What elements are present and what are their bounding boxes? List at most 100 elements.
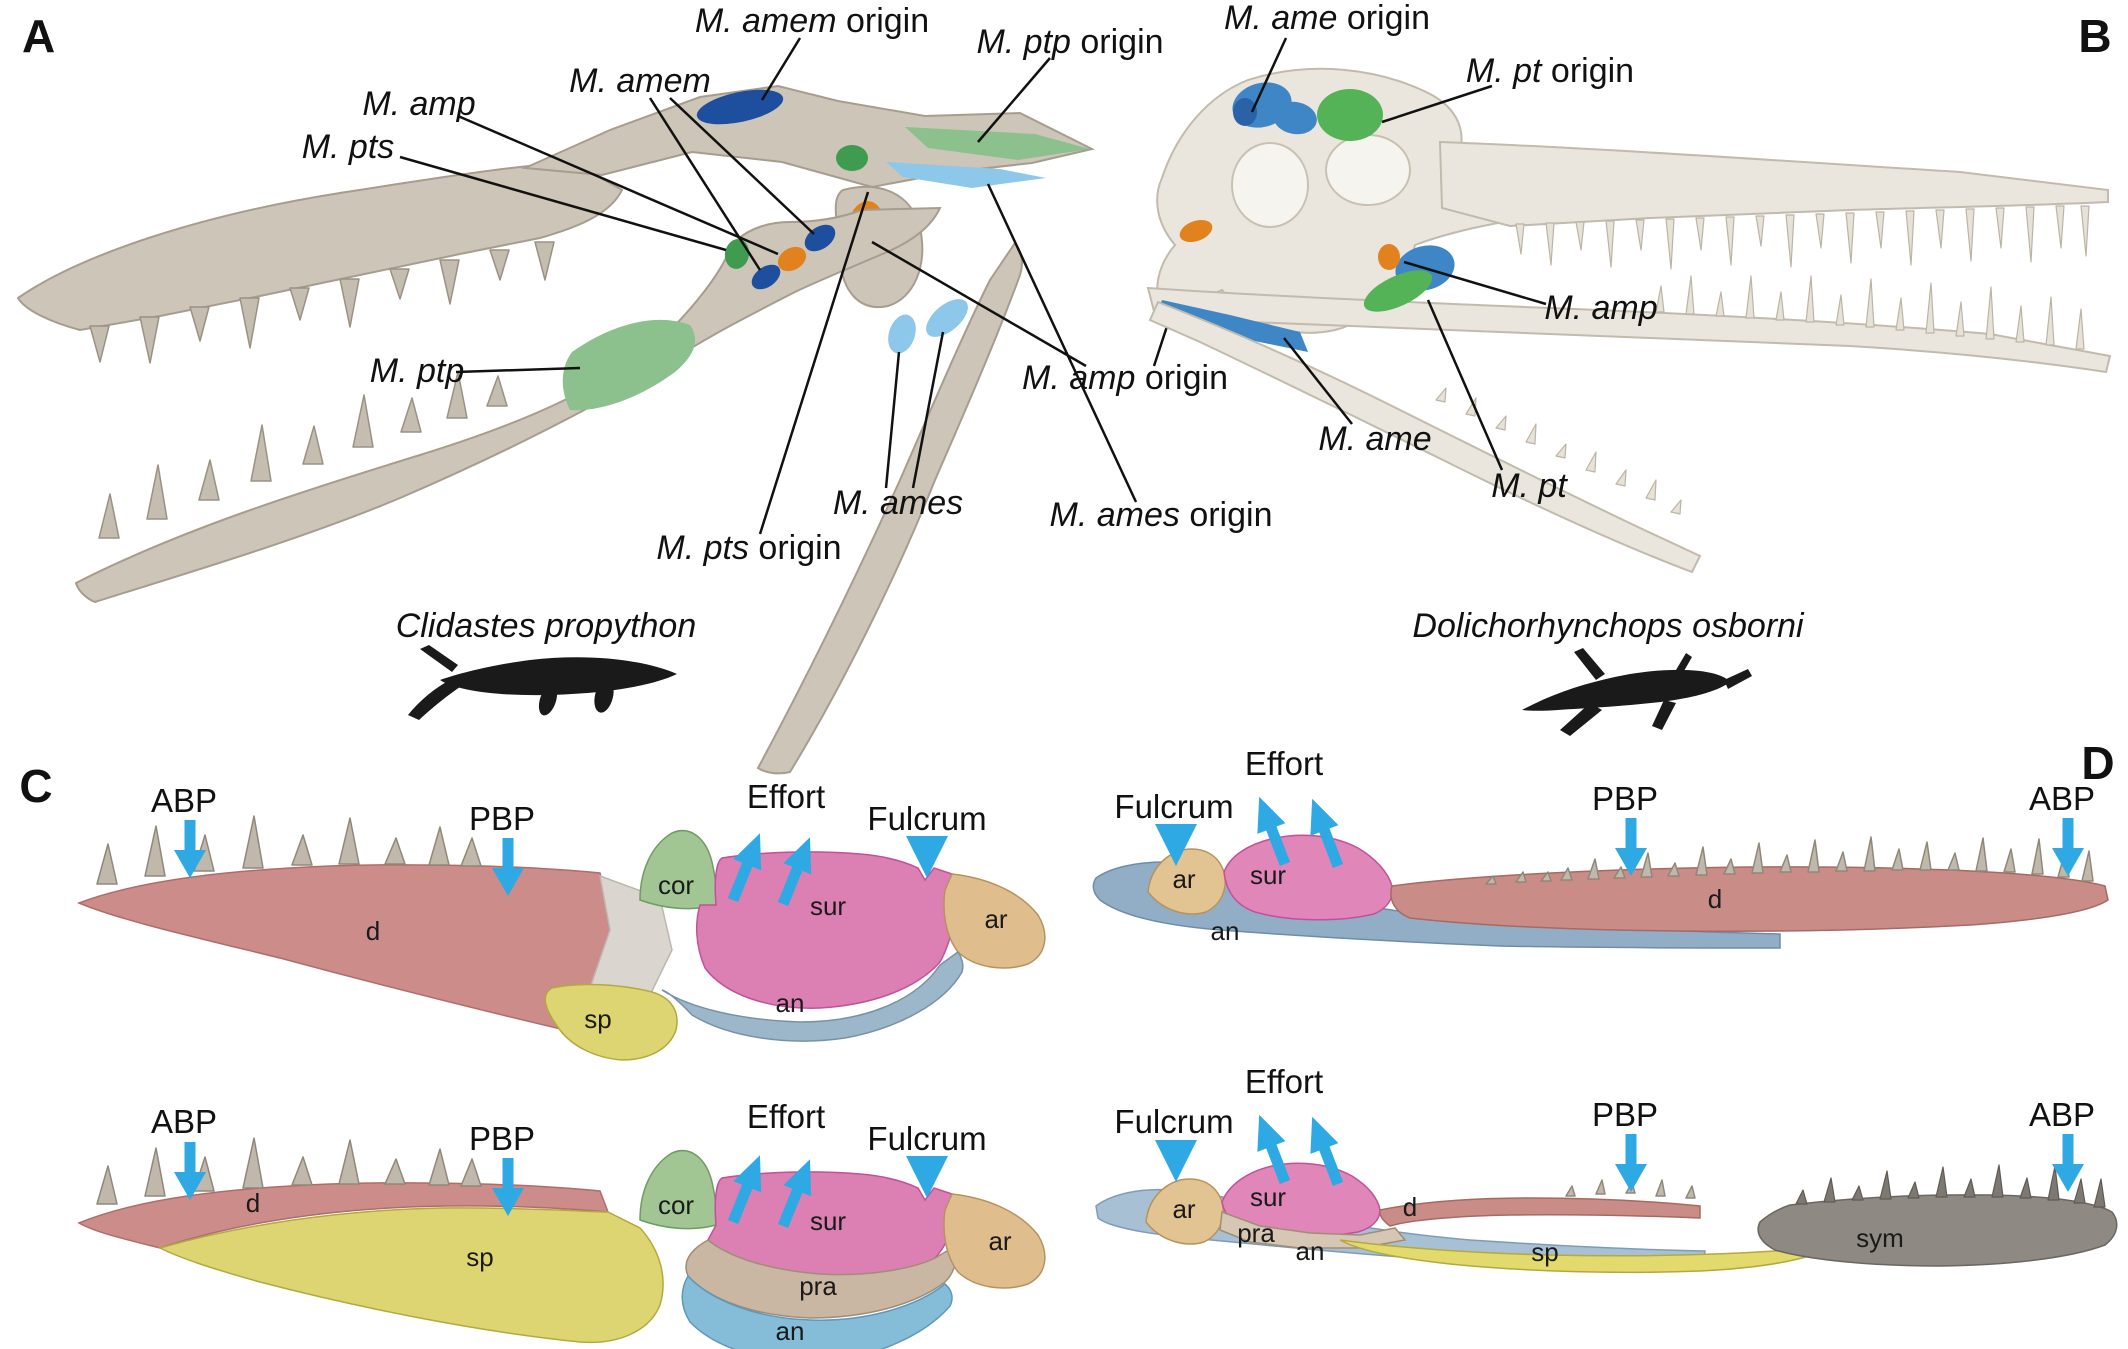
bone-label-d: d — [1403, 1192, 1417, 1222]
mandible-teeth-row — [98, 371, 508, 539]
rostrum — [1438, 140, 2109, 228]
leader-line — [911, 331, 945, 489]
pbp-arrow — [1615, 818, 1647, 876]
silhouette-flipper — [538, 684, 558, 716]
panel-d-jaw-lateral: ar sur an d Fulcrum Effort PBP ABP — [1092, 745, 2109, 949]
bone-label-pra: pra — [1237, 1218, 1275, 1248]
teeth-row — [1795, 1164, 2106, 1208]
rostrum-teeth-row — [1515, 205, 2090, 270]
teeth-row — [96, 1137, 482, 1205]
bone-label-pra: pra — [799, 1271, 837, 1301]
label-m-ames: M. ames — [833, 484, 963, 522]
bone-label-an: an — [776, 1316, 805, 1346]
label-m-ame-origin: M. ame origin — [1224, 0, 1430, 37]
panel-c-jaw-medial: d sp cor sur pra an ar ABP PBP Effort Fu… — [77, 1098, 1046, 1349]
label-m-ames-origin: M. ames origin — [1050, 496, 1273, 534]
silhouette-fin — [1676, 653, 1692, 671]
mandible-b-ramus-2 — [1148, 300, 1702, 574]
maxilla-fragment — [16, 161, 624, 332]
m-pts-patch — [724, 239, 750, 269]
m-ptp-patch — [562, 319, 695, 411]
leader-line — [977, 57, 1051, 143]
bone-label-sp: sp — [466, 1242, 493, 1272]
m-ame-origin-patch-dark — [1233, 98, 1257, 126]
silhouette-tail-fluke — [408, 680, 460, 720]
mandible-ramus-right — [756, 241, 1024, 775]
bone-region-sp — [544, 983, 678, 1061]
biomech-label-pbp: PBP — [469, 800, 535, 837]
label-m-pts: M. pts — [302, 128, 395, 166]
label-m-ame: M. ame — [1318, 420, 1431, 458]
panel-letter-c: C — [19, 760, 52, 812]
bone-region-pra — [1219, 1210, 1407, 1249]
silhouette-body — [1522, 669, 1730, 711]
leader-line — [399, 155, 727, 252]
fulcrum-marker — [1155, 1140, 1197, 1182]
biomech-label-effort: Effort — [1245, 745, 1323, 782]
leader-line — [884, 351, 901, 489]
label-m-pt-origin: M. pt origin — [1466, 52, 1634, 90]
bone-label-ar: ar — [1172, 1194, 1195, 1224]
m-amp-patch — [777, 246, 807, 272]
silhouette-tail-upper — [420, 645, 458, 672]
silhouette-flipper — [1560, 703, 1602, 736]
label-m-amp-b: M. amp — [1544, 289, 1657, 327]
m-amem-patch-1 — [751, 264, 781, 290]
biomech-label-effort: Effort — [747, 1098, 825, 1135]
bone-label-sym: sym — [1856, 1223, 1904, 1253]
orbit — [1325, 134, 1411, 206]
biomech-label-abp: ABP — [2029, 1096, 2095, 1133]
leader-line — [1283, 337, 1353, 425]
panel-a-skull-render — [16, 84, 1095, 775]
bone-label-sur: sur — [1250, 1182, 1286, 1212]
temporal-fenestra — [1231, 142, 1309, 228]
leader-line — [758, 191, 870, 535]
bone-label-sur: sur — [810, 1206, 846, 1236]
m-amp-patch-b — [1378, 244, 1400, 270]
bone-region-ar — [943, 873, 1046, 969]
bone-label-an: an — [776, 988, 805, 1018]
bone-region-ar — [943, 1193, 1046, 1289]
bone-label-d: d — [246, 1188, 260, 1218]
m-pts-origin-patch — [836, 145, 868, 171]
bone-label-cor: cor — [658, 1190, 694, 1220]
species-name-left: Clidastes propython — [396, 607, 697, 645]
leader-line — [669, 97, 815, 235]
bone-label-sp: sp — [584, 1004, 611, 1034]
label-m-ptp: M. ptp — [370, 352, 464, 390]
bone-label-sur: sur — [810, 891, 846, 921]
bone-label-ar: ar — [988, 1226, 1011, 1256]
biomech-label-pbp: PBP — [469, 1120, 535, 1157]
m-ames-patch-2 — [926, 299, 968, 337]
biomech-label-abp: ABP — [151, 1103, 217, 1140]
leader-line — [455, 366, 581, 374]
bone-region-cor — [639, 1149, 718, 1230]
bone-region-cor — [639, 829, 718, 910]
panel-d-jaw-medial: ar sur pra an d sp sym Fulcrum Effort PB… — [1095, 1063, 2118, 1274]
biomech-label-fulcrum: Fulcrum — [1114, 1103, 1233, 1140]
leader-line — [1381, 84, 1493, 124]
silhouette-tail — [1724, 669, 1752, 689]
leader-line — [648, 97, 762, 271]
clidastes-silhouette — [408, 645, 677, 720]
silhouette-flipper — [1652, 700, 1676, 730]
m-ame-origin-patch — [1273, 101, 1317, 135]
panel-letter-a: A — [22, 10, 55, 62]
mandible-b-teeth-row — [1655, 275, 2085, 350]
abp-arrow — [2052, 818, 2084, 876]
maxilla-teeth-row — [89, 241, 555, 364]
bone-region-an — [661, 950, 964, 1042]
leader-line — [1403, 260, 1547, 306]
bone-label-ar: ar — [984, 904, 1007, 934]
leader-line — [760, 37, 802, 101]
leader-line — [986, 183, 1138, 503]
bone-label-sp: sp — [1531, 1237, 1558, 1267]
biomech-label-pbp: PBP — [1592, 1096, 1658, 1133]
skull-roof — [521, 84, 1095, 189]
bone-label-an: an — [1211, 916, 1240, 946]
biomech-label-fulcrum: Fulcrum — [867, 800, 986, 837]
leader-line — [871, 240, 1087, 368]
label-m-pt: M. pt — [1491, 467, 1568, 505]
teeth-row — [96, 815, 482, 885]
